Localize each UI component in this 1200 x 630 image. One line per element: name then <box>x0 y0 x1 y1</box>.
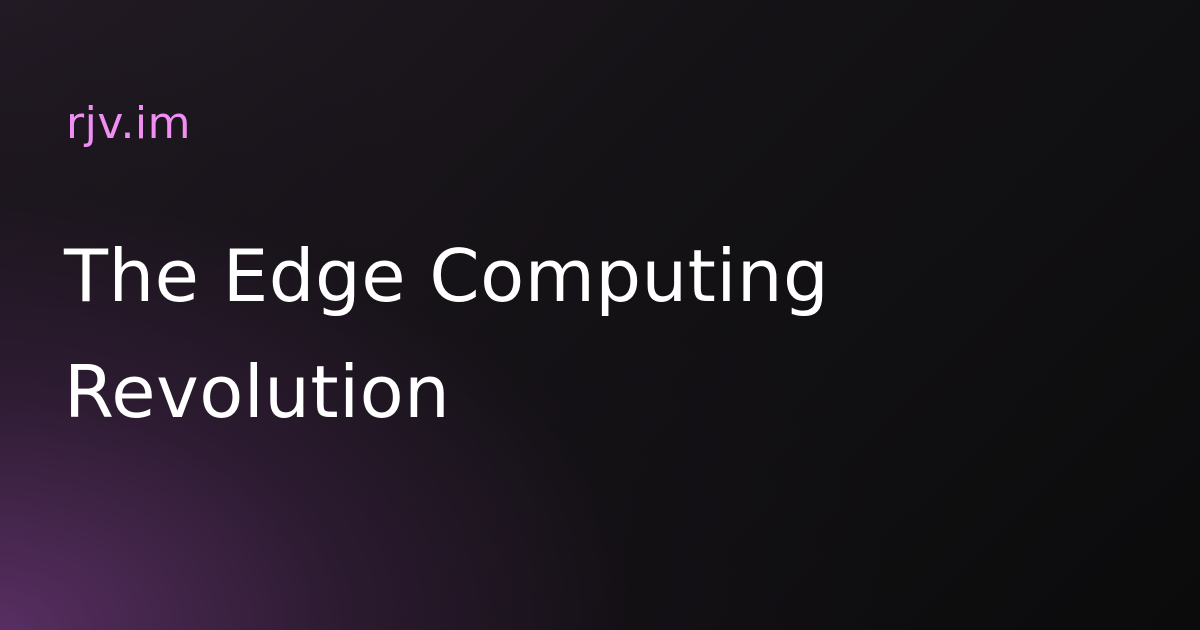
page-title: The Edge Computing Revolution <box>64 218 1064 450</box>
page-title-line-2: Revolution <box>64 350 451 434</box>
site-brand-label: rjv.im <box>66 98 192 149</box>
page-title-line-1: The Edge Computing <box>64 234 830 318</box>
